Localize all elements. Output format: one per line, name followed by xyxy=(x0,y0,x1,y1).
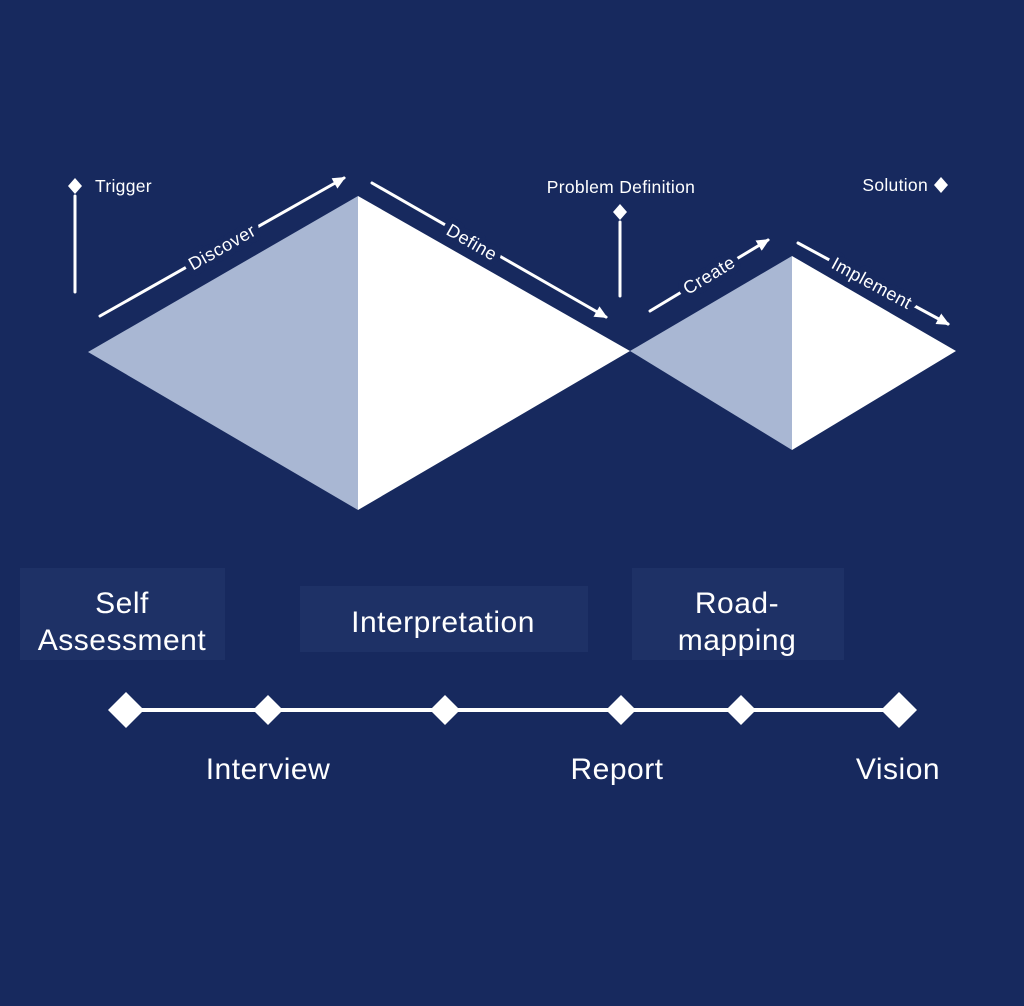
large-diamond-left-half xyxy=(88,196,358,510)
timeline-node-self-assessment xyxy=(108,692,144,728)
roadmapping-label-line1: Road- xyxy=(695,587,779,620)
interview-label: Interview xyxy=(206,753,331,786)
problem-definition-diamond-icon xyxy=(613,204,627,220)
timeline-node-interview xyxy=(253,695,283,725)
trigger-diamond-icon xyxy=(68,178,82,194)
timeline-node-interpretation xyxy=(430,695,460,725)
create-phase-label: Create xyxy=(680,252,739,299)
small-diamond-left-half xyxy=(630,256,792,450)
solution-diamond-icon xyxy=(934,177,948,193)
large-diamond-right-half xyxy=(358,196,630,510)
self-assessment-label-line1: Self xyxy=(95,587,149,620)
vision-label: Vision xyxy=(856,753,940,786)
roadmapping-label-line2: mapping xyxy=(678,624,797,657)
roadmapping-box xyxy=(632,568,844,660)
solution-label: Solution xyxy=(862,175,928,195)
problem-definition-label: Problem Definition xyxy=(547,177,695,197)
interpretation-label: Interpretation xyxy=(351,606,535,639)
create-arrow xyxy=(648,238,770,313)
small-diamond-right-half xyxy=(792,256,956,450)
discover-arrow xyxy=(98,176,346,318)
define-arrow xyxy=(370,181,608,319)
self-assessment-box xyxy=(20,568,225,660)
implement-arrow xyxy=(796,241,950,326)
interpretation-box xyxy=(300,586,588,652)
timeline-node-report xyxy=(606,695,636,725)
timeline-node-vision xyxy=(881,692,917,728)
report-label: Report xyxy=(570,753,663,786)
timeline-node-roadmapping xyxy=(726,695,756,725)
trigger-label: Trigger xyxy=(95,176,152,196)
self-assessment-label-line2: Assessment xyxy=(38,624,207,657)
